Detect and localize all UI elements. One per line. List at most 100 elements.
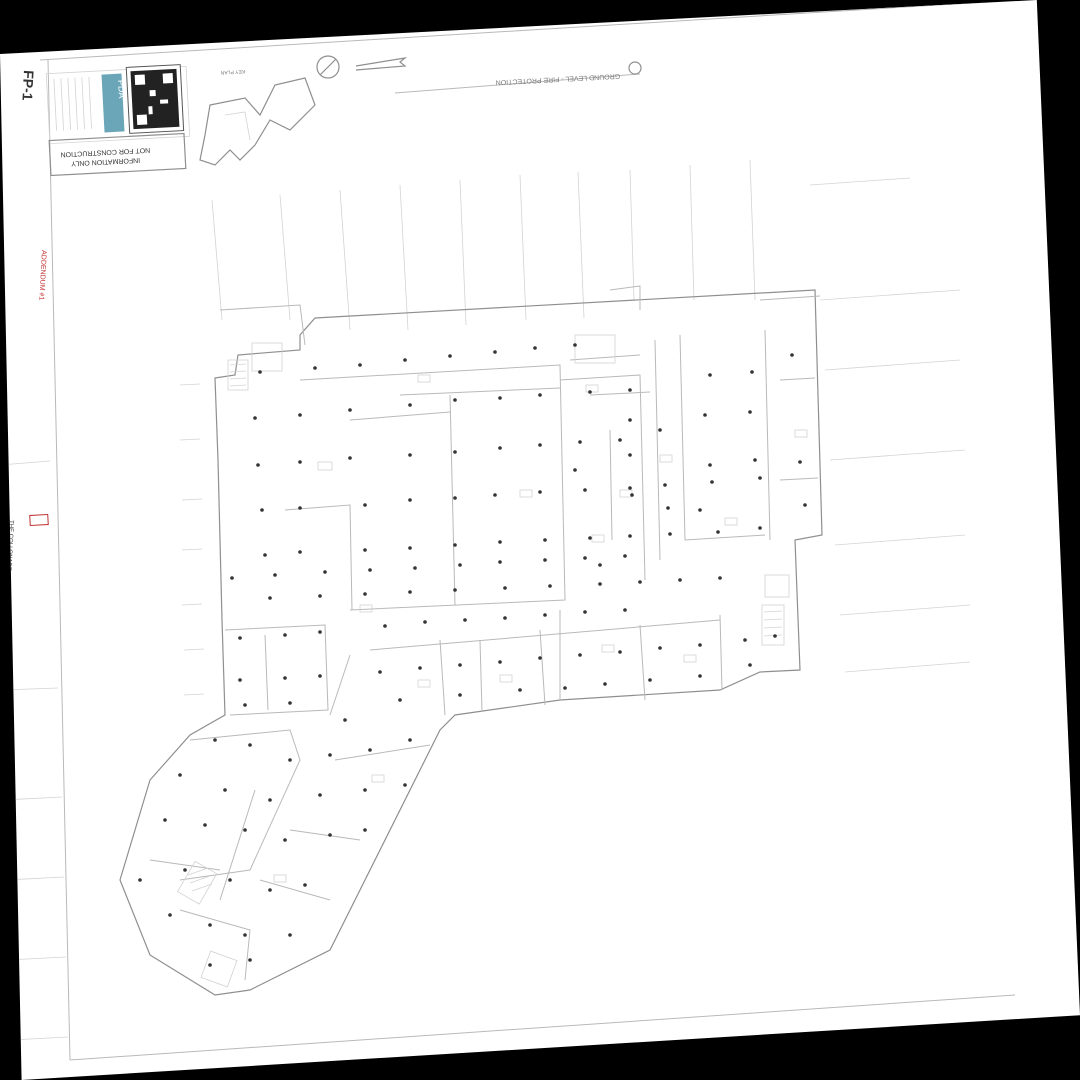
sprinkler-head — [408, 403, 412, 407]
key-plan: KEY PLAN — [199, 68, 316, 166]
sprinkler-head — [628, 453, 632, 457]
room-tags — [273, 374, 808, 883]
sprinkler-head — [178, 773, 182, 777]
sprinkler-head — [803, 503, 807, 507]
sprinkler-head — [318, 793, 322, 797]
sprinkler-head — [283, 676, 287, 680]
sprinkler-head — [543, 613, 547, 617]
sprinkler-head — [623, 554, 627, 558]
sprinkler-head — [363, 592, 367, 596]
firm-info-lines — [53, 76, 92, 131]
sprinkler-head — [298, 413, 302, 417]
drawing-title: GROUND LEVEL - FIRE PROTECTION — [495, 72, 620, 86]
sprinkler-head — [588, 390, 592, 394]
sprinkler-head — [228, 878, 232, 882]
stamp-line1: NOT FOR CONSTRUCTION — [60, 146, 150, 158]
sprinkler-head — [408, 590, 412, 594]
sprinkler-head — [628, 534, 632, 538]
sprinkler-head — [423, 620, 427, 624]
sprinkler-head — [253, 416, 257, 420]
sprinkler-head — [230, 576, 234, 580]
sprinkler-head — [348, 456, 352, 460]
sprinkler-head — [498, 396, 502, 400]
sprinkler-head — [183, 868, 187, 872]
sprinkler-head — [698, 643, 702, 647]
sprinkler-head — [716, 530, 720, 534]
stair-symbols — [177, 334, 790, 988]
sprinkler-head — [283, 633, 287, 637]
sprinkler-head — [618, 650, 622, 654]
sprinkler-head — [238, 636, 242, 640]
sprinkler-head — [658, 646, 662, 650]
sprinkler-head — [203, 823, 207, 827]
drawing-callout — [628, 61, 642, 75]
sprinkler-head — [408, 498, 412, 502]
sprinkler-head — [548, 584, 552, 588]
title-block-border — [47, 59, 71, 1061]
sprinkler-head — [163, 818, 167, 822]
sprinkler-head — [578, 440, 582, 444]
sprinkler-head — [598, 563, 602, 567]
sprinkler-head — [273, 573, 277, 577]
sprinkler-head — [138, 878, 142, 882]
sprinkler-head — [573, 343, 577, 347]
sprinkler-head — [630, 493, 634, 497]
sprinkler-head — [458, 663, 462, 667]
sprinkler-head — [403, 783, 407, 787]
sprinkler-head — [493, 493, 497, 497]
sprinkler-head — [533, 346, 537, 350]
sprinkler-head — [283, 838, 287, 842]
sprinkler-head — [498, 560, 502, 564]
grid-lines — [179, 159, 971, 696]
sprinkler-head — [748, 410, 752, 414]
sprinkler-head — [588, 536, 592, 540]
interior-walls — [149, 329, 819, 981]
sprinkler-head — [213, 738, 217, 742]
sprinkler-head — [298, 506, 302, 510]
sprinkler-head — [403, 358, 407, 362]
sprinkler-head — [288, 933, 292, 937]
sprinkler-head — [408, 453, 412, 457]
sprinkler-head — [328, 833, 332, 837]
sprinkler-head — [668, 532, 672, 536]
sprinkler-head — [368, 568, 372, 572]
sprinkler-head — [708, 463, 712, 467]
sprinkler-head — [666, 506, 670, 510]
sprinkler-head — [503, 616, 507, 620]
sprinkler-head — [453, 450, 457, 454]
sprinkler-heads — [138, 343, 807, 967]
sprinkler-head — [503, 586, 507, 590]
sprinkler-head — [363, 503, 367, 507]
sprinkler-head — [268, 888, 272, 892]
sprinkler-head — [298, 550, 302, 554]
sprinkler-head — [648, 678, 652, 682]
sprinkler-head — [463, 618, 467, 622]
sprinkler-head — [518, 688, 522, 692]
sprinkler-head — [243, 703, 247, 707]
sprinkler-head — [790, 353, 794, 357]
sprinkler-head — [458, 693, 462, 697]
sprinkler-head — [448, 354, 452, 358]
sprinkler-head — [583, 488, 587, 492]
sprinkler-head — [498, 446, 502, 450]
sprinkler-head — [538, 490, 542, 494]
sprinkler-head — [363, 788, 367, 792]
sprinkler-head — [408, 738, 412, 742]
sprinkler-head — [538, 443, 542, 447]
sprinkler-head — [318, 594, 322, 598]
sprinkler-head — [543, 538, 547, 542]
sprinkler-head — [750, 370, 754, 374]
sprinkler-head — [248, 743, 252, 747]
sprinkler-head — [453, 543, 457, 547]
sprinkler-head — [288, 701, 292, 705]
sprinkler-head — [698, 508, 702, 512]
sprinkler-head — [363, 548, 367, 552]
title-block: NOT FOR CONSTRUCTION INFORMATION ONLY PD… — [0, 64, 191, 1041]
sprinkler-head — [248, 958, 252, 962]
north-arrow-icon — [316, 55, 340, 79]
sprinkler-head — [378, 670, 382, 674]
stamp-line2: INFORMATION ONLY — [71, 156, 141, 167]
sprinkler-head — [453, 398, 457, 402]
